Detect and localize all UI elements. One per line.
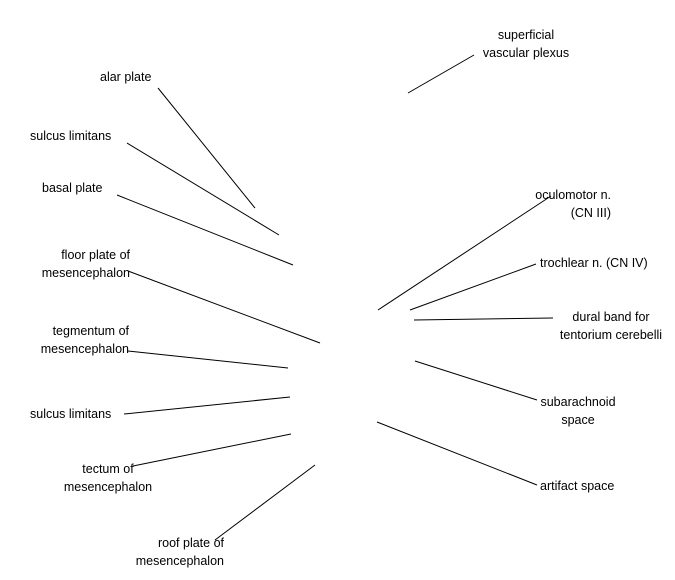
leader-sulcus-limitans-lower — [123, 396, 291, 415]
label-floor-plate: floor plate of mesencephalon — [10, 246, 130, 282]
leader-alar-plate — [157, 87, 256, 209]
label-line: mesencephalon — [41, 266, 130, 280]
leader-tectum — [132, 433, 292, 467]
leader-dural-band — [413, 317, 554, 321]
label-line: oculomotor n. — [535, 188, 611, 202]
label-line: basal plate — [42, 181, 103, 195]
leader-basal-plate — [116, 194, 294, 266]
label-line: tectum of — [82, 462, 134, 476]
label-sulcus-limitans-lower: sulcus limitans — [30, 405, 111, 423]
leader-artifact — [376, 421, 538, 486]
label-line: artifact space — [540, 479, 615, 493]
leader-superficial-vascular-plexus — [407, 54, 475, 94]
label-line: dural band for — [572, 310, 650, 324]
label-superficial-vascular-plexus: superficial vascular plexus — [462, 26, 590, 62]
label-basal-plate: basal plate — [42, 179, 102, 197]
label-line: sulcus limitans — [30, 407, 112, 421]
leader-tegmentum — [127, 350, 289, 369]
label-tegmentum: tegmentum of mesencephalon — [10, 322, 129, 358]
label-alar-plate: alar plate — [100, 68, 151, 86]
label-line: tentorium cerebelli — [559, 328, 663, 342]
leader-subarachnoid — [414, 360, 538, 401]
label-line: superficial — [497, 28, 555, 42]
label-oculomotor: oculomotor n. (CN III) — [470, 186, 611, 222]
label-line: space — [561, 413, 595, 427]
label-line: sulcus limitans — [30, 129, 112, 143]
label-roof-plate: roof plate of mesencephalon — [100, 534, 224, 570]
leader-sulcus-limitans-upper — [126, 142, 280, 236]
label-trochlear: trochlear n. (CN IV) — [540, 254, 648, 272]
label-line: mesencephalon — [40, 342, 129, 356]
label-line: mesencephalon — [135, 554, 224, 568]
label-line: trochlear n. (CN IV) — [540, 256, 648, 270]
leader-trochlear — [409, 263, 537, 311]
label-line: alar plate — [100, 70, 152, 84]
label-line: tegmentum of — [52, 324, 129, 338]
label-line: vascular plexus — [482, 46, 570, 60]
label-subarachnoid: subarachnoid space — [530, 393, 626, 429]
leader-oculomotor — [377, 195, 552, 311]
label-dural-band: dural band for tentorium cerebelli — [546, 308, 675, 344]
label-line: mesencephalon — [63, 480, 153, 494]
label-line: floor plate of — [61, 248, 130, 262]
leader-floor-plate — [127, 270, 321, 344]
label-artifact: artifact space — [540, 477, 614, 495]
label-line: subarachnoid — [540, 395, 616, 409]
leader-roof-plate — [214, 464, 316, 541]
label-line: (CN III) — [570, 206, 611, 220]
label-tectum: tectum of mesencephalon — [50, 460, 166, 496]
label-sulcus-limitans-upper: sulcus limitans — [30, 127, 111, 145]
label-line: roof plate of — [157, 536, 224, 550]
